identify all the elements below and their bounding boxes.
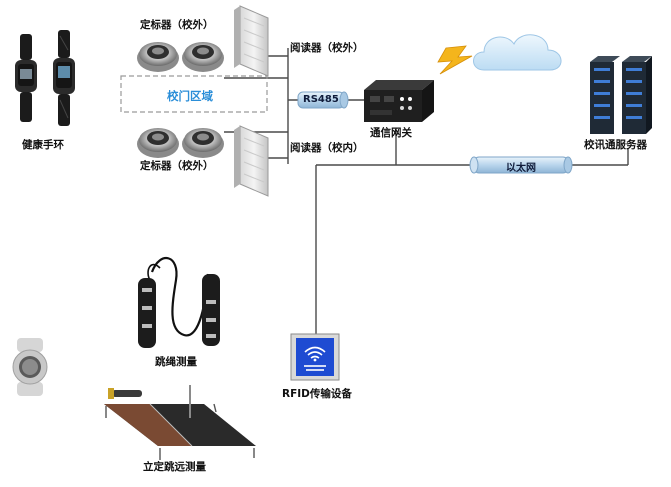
gate-area-label: 校门区域 [167,89,213,103]
rs485-pipe [297,91,349,109]
reader-inside-label: 阅读器（校内） [290,142,364,154]
locator-icon [137,128,224,158]
gateway-label: 通信网关 [370,127,412,139]
reader-panel-icon [234,5,269,77]
watch-icon [12,338,48,396]
long-jump-label: 立定跳远测量 [143,461,206,473]
locator-bottom-label: 定标器（校外） [140,160,214,172]
gate-area-box [120,75,268,113]
gateway-device-icon [364,80,434,122]
server-label: 校讯通服务器 [584,139,647,151]
reader-outside-label: 阅读器（校外） [290,42,364,54]
reader-panel-icon [234,125,269,197]
server-rack-icon [590,56,652,134]
wristband-label: 健康手环 [22,139,64,151]
wristband-icon [15,30,75,126]
long-jump-mat-icon [104,385,256,460]
cloud-icon [473,34,562,71]
locator-icon [137,42,224,72]
wifi-icon [304,346,326,359]
rfid-terminal-icon [290,333,340,381]
jump-rope-label: 跳绳测量 [155,356,197,368]
rfid-device-label: RFID传输设备 [282,388,352,400]
ethernet-pipe [469,156,573,174]
lightning-icon [437,45,473,75]
rs485-label: RS485 [303,94,339,105]
ethernet-label: 以太网 [506,163,536,174]
locator-top-label: 定标器（校外） [140,19,214,31]
jump-rope-icon [138,256,220,348]
